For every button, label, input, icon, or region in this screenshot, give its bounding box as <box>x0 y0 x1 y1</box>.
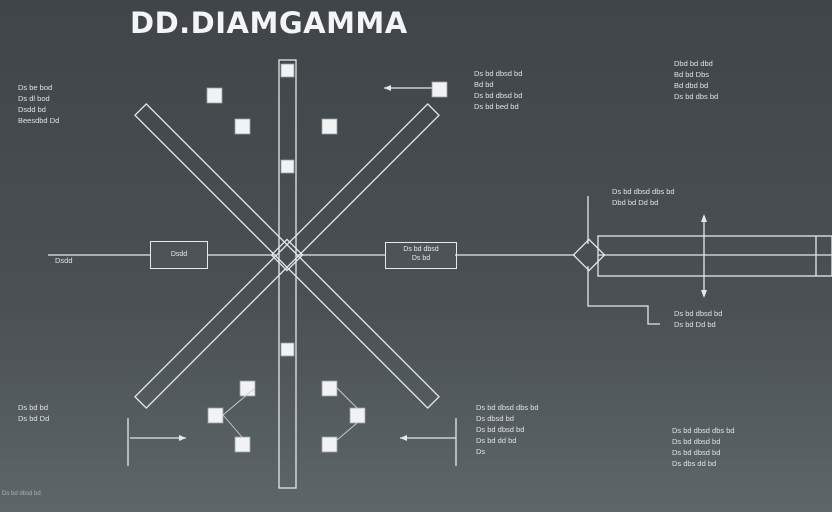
left-box: Dsdd <box>150 241 208 269</box>
center-hub <box>270 238 304 272</box>
note-top-right: Dbd bd dbd Bd bd Dbs Bd dbd bd Ds bd dbs… <box>674 59 719 101</box>
note-lower-right: Ds bd dbsd bd Ds bd Dd bd <box>674 309 723 329</box>
right-diamond <box>572 238 606 272</box>
note-top-center: Ds bd dbsd bd Bd bd Ds bd dbsd bd Ds bd … <box>474 69 523 111</box>
arrow-head-bottom-right <box>400 435 407 441</box>
arrow-head-top <box>384 85 391 91</box>
note-top-left: Ds be bod Ds dl bod Dsdd bd Beesdbd Dd <box>18 83 60 125</box>
square-icon <box>280 342 295 357</box>
square-icon <box>280 63 295 78</box>
arrow-head-bottom-left <box>179 435 186 441</box>
square-icon <box>321 118 338 135</box>
vertical-bar <box>278 59 297 489</box>
square-icon <box>321 436 338 453</box>
left-label: Dsdd <box>55 256 73 265</box>
note-bottom-right: Ds bd dbsd dbs bd Ds bd dbsd bd Ds bd db… <box>672 426 735 468</box>
square-icon <box>234 436 251 453</box>
diagonal-bar-a <box>134 103 440 409</box>
square-icon <box>349 407 366 424</box>
note-mid-right: Ds bd dbsd dbs bd Dbd bd Dd bd <box>612 187 675 207</box>
square-icon <box>206 87 223 104</box>
diagonal-bar-b <box>134 103 440 409</box>
diagram-title: DD.DIAMGAMMA <box>130 6 408 40</box>
square-icon <box>280 159 295 174</box>
center-box: Ds bd dbsd Ds bd <box>385 242 457 269</box>
square-icon <box>321 380 338 397</box>
square-icon <box>234 118 251 135</box>
right-rail <box>597 235 832 277</box>
square-icon <box>207 407 224 424</box>
note-bottom-left: Ds bd bd Ds bd Dd <box>18 403 50 423</box>
footer-text: Ds bd dbsd bd <box>2 491 41 497</box>
note-bottom-center: Ds bd dbsd dbs bd Ds dbsd bd Ds bd dbsd … <box>476 403 539 456</box>
square-icon <box>431 81 448 98</box>
